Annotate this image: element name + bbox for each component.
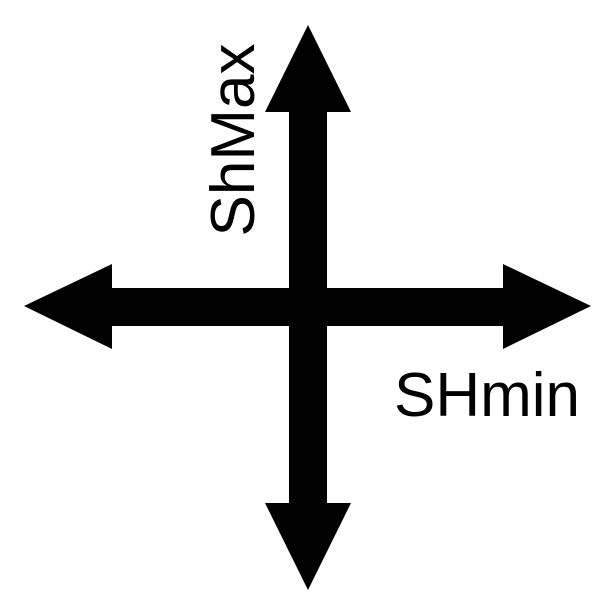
shmax-label: ShMax [199, 44, 268, 237]
horizontal-double-arrow [24, 264, 591, 349]
horizontal-shaft [110, 288, 505, 326]
right-arrowhead [503, 264, 591, 349]
left-arrowhead [24, 264, 112, 349]
shmin-label: SHmin [394, 361, 580, 430]
up-arrowhead [265, 25, 351, 112]
down-arrowhead [265, 503, 351, 590]
